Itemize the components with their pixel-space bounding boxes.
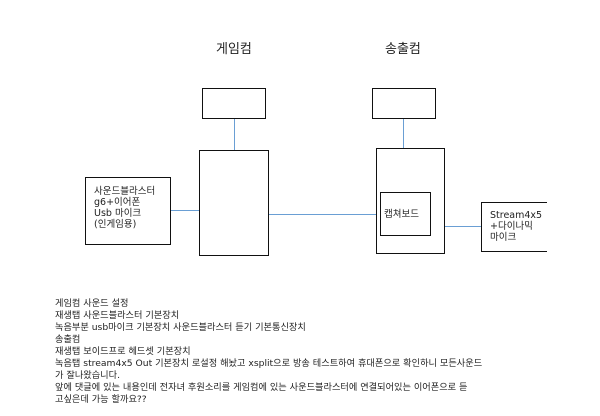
audio-device-line: Usb 마이크 (94, 208, 142, 219)
stream-device-line: +다이나믹 (490, 221, 533, 232)
note-line: 녹음부분 usb마이크 기본장치 사운드블라스터 듣기 기본통신장치 (55, 322, 306, 333)
capture-to-device-link (444, 226, 482, 227)
note-line: 재생탭 보이드프로 헤드셋 기본장치 (55, 346, 191, 357)
note-line: 앞에 댓글에 있는 내용인데 전자녀 후원소리를 게임컴에 있는 사운드블라스터… (55, 382, 468, 393)
note-line: 송출컴 (55, 334, 81, 345)
audio-device-line: g6+이어폰 (94, 197, 141, 208)
capture-board-label: 캡쳐보드 (384, 208, 419, 220)
gaming-pc-monitor (202, 88, 266, 119)
stream-device-line: 마이크 (490, 232, 517, 243)
gaming-pc-tower (199, 150, 269, 256)
streaming-pc-monitor (372, 88, 436, 119)
audio-device-line: 사운드블라스터 (94, 186, 156, 197)
pc-to-pc-link (268, 214, 376, 215)
note-line: 재생탭 사운드블라스터 기본장치 (55, 310, 180, 321)
streaming-monitor-link (403, 118, 404, 148)
sound-settings-notes: 게임컴 사운드 설정 재생탭 사운드블라스터 기본장치 녹음부분 usb마이크 … (55, 298, 482, 406)
note-line: 가 잘나왔습니다. (55, 370, 121, 381)
streaming-pc-title: 송출컴 (385, 42, 421, 57)
note-line: 녹음탭 stream4x5 Out 기본장치 로설정 해놨고 xsplit으로 … (55, 358, 483, 369)
stream-device-box: Stream4x5 +다이나믹 마이크 (481, 202, 547, 252)
audio-device-link (170, 210, 200, 211)
audio-device-box: 사운드블라스터 g6+이어폰 Usb 마이크 (인게임용) (85, 177, 171, 245)
gaming-monitor-link (234, 118, 235, 150)
note-line: 고싶은데 가능 할까요?? (55, 394, 147, 405)
stream-device-line: Stream4x5 (490, 210, 543, 221)
audio-device-line: (인게임용) (94, 219, 137, 230)
note-line: 게임컴 사운드 설정 (55, 298, 129, 309)
gaming-pc-title: 게임컴 (216, 42, 252, 57)
capture-board-box: 캡쳐보드 (380, 192, 431, 236)
